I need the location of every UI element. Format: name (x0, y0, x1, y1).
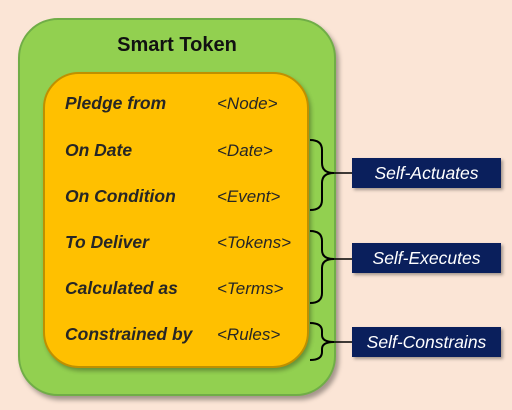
field-value-tokens: <Tokens> (217, 233, 292, 252)
field-label-pledge-from: Pledge from (65, 93, 167, 113)
field-label-on-date: On Date (65, 140, 133, 160)
field-value-rules: <Rules> (217, 325, 281, 344)
field-value-event: <Event> (217, 187, 281, 206)
diagram-title: Smart Token (117, 34, 237, 56)
bracket-self-constrains (309, 322, 335, 361)
field-value-terms: <Terms> (217, 279, 284, 298)
field-label-calculated-as: Calculated as (65, 278, 178, 298)
field-value-date: <Date> (217, 141, 273, 160)
field-label-constrained-by: Constrained by (65, 324, 193, 344)
tag-self-executes: Self-Executes (352, 243, 501, 273)
field-value-node: <Node> (217, 94, 278, 113)
tag-self-actuates: Self-Actuates (352, 158, 501, 188)
smart-token-inner-box (43, 72, 309, 368)
bracket-self-actuates (309, 139, 335, 211)
bracket-self-executes (309, 230, 335, 304)
tag-self-constrains: Self-Constrains (352, 327, 501, 357)
field-label-to-deliver: To Deliver (65, 232, 149, 252)
field-label-on-condition: On Condition (65, 186, 176, 206)
